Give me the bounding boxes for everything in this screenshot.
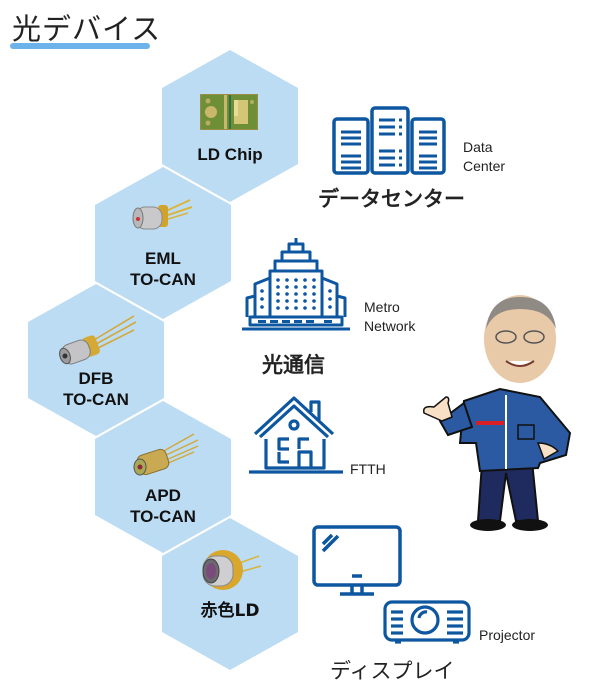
data-center-servers-icon [331, 105, 447, 175]
label-line: TO-CAN [130, 270, 196, 289]
label-line: TO-CAN [63, 390, 129, 409]
projector-icon [383, 600, 471, 646]
page-title: 光デバイス [12, 12, 162, 46]
label-line: DFB [78, 369, 114, 388]
device-label-apd-to-can: APD TO-CAN [95, 485, 231, 527]
device-label-red-ld: 赤色LD [162, 601, 298, 622]
ftth-en-label: FTTH [350, 461, 386, 477]
label-line: Network [364, 318, 416, 334]
device-label-dfb-to-can: DFB TO-CAN [28, 368, 164, 410]
ld-chip-image [200, 94, 258, 130]
label-line: APD [145, 486, 181, 505]
label-line: Metro [364, 299, 400, 315]
display-jp-label: ディスプレイ [330, 659, 455, 683]
apd-to-can-image [130, 430, 202, 478]
house-icon [249, 394, 343, 474]
red-ld-image [197, 546, 263, 594]
data-center-jp-label: データセンター [318, 187, 465, 211]
label-line: LD Chip [197, 145, 263, 164]
label-line: TO-CAN [130, 507, 196, 526]
label-line: EML [145, 249, 181, 268]
label-line: Data [463, 139, 493, 155]
dfb-to-can-image [54, 310, 136, 366]
optical-comm-jp-label: 光通信 [262, 353, 325, 377]
mascot-character [420, 293, 590, 533]
metro-network-en-label: Metro Network [364, 298, 415, 336]
hex-dfb-to-can [28, 284, 164, 436]
title-underline [10, 43, 150, 49]
label-line: Center [463, 158, 506, 174]
eml-to-can-image [128, 197, 194, 237]
device-label-ld-chip: LD Chip [162, 144, 298, 165]
data-center-en-label: Data Center [463, 138, 505, 176]
city-building-icon [242, 236, 350, 332]
device-label-eml-to-can: EML TO-CAN [95, 248, 231, 290]
monitor-icon [312, 525, 402, 597]
label-line: 赤色LD [200, 601, 260, 621]
projector-en-label: Projector [479, 627, 536, 643]
